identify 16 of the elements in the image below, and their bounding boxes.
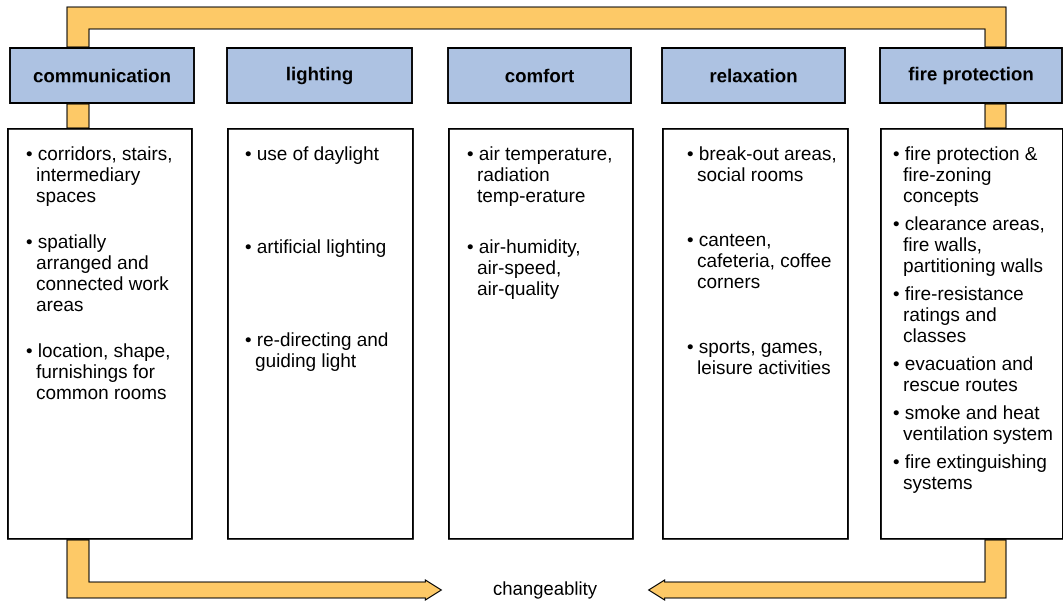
list-box: • break-out areas, social rooms • canteen, cafeteria, coffee corners • sports, games, leisure activities xyxy=(662,128,849,540)
header-box: comfort xyxy=(447,47,632,104)
list-box: • use of daylight • artificial lighting • re-directing and guiding light xyxy=(227,128,414,540)
list-box: • fire protection & fire-zoning concepts • clearance areas, fire walls, partitioning walls • fire-resistance ratings and classes • evacuation and rescue routes • smoke and heat ventilation system • fire extinguishing systems xyxy=(880,128,1063,540)
band-arrow xyxy=(66,103,90,129)
band-arrow xyxy=(984,103,1007,129)
band-arrow xyxy=(66,6,1007,48)
header-box: fire protection xyxy=(879,47,1063,104)
header-box: lighting xyxy=(226,47,413,104)
list-box: • corridors, stairs, intermediary spaces • spatially arranged and connected work areas • location, shape, furnishings for common rooms xyxy=(7,128,193,540)
band-label: changeablity xyxy=(493,581,597,599)
header-box: relaxation xyxy=(661,47,846,104)
band-arrow xyxy=(66,539,443,601)
list-box: • air temperature, radiation temp-erature • air-humidity, air-speed, air-quality xyxy=(448,128,634,540)
band-arrow xyxy=(647,539,1007,601)
header-box: communication xyxy=(9,47,195,104)
